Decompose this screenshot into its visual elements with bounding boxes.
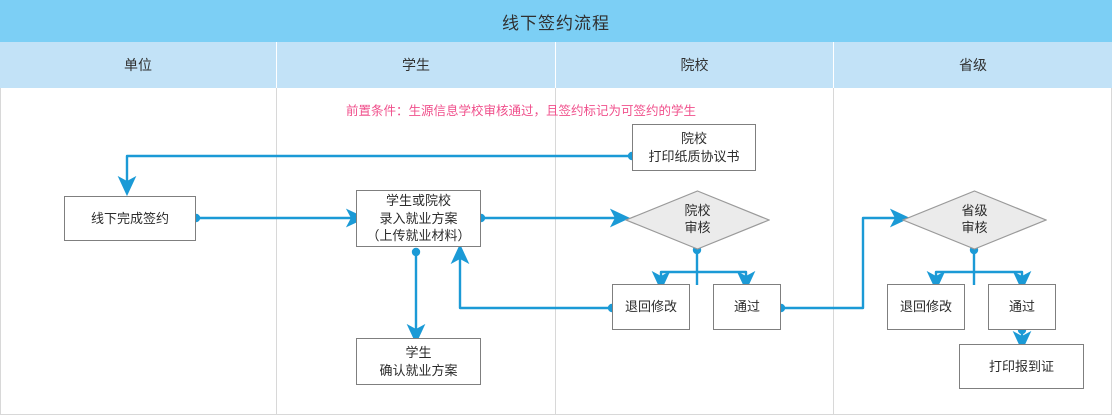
node-offline-sign-line1: 线下完成签约 [90,210,169,226]
node-province-pass-line1: 通过 [1008,299,1035,315]
lane-column-unit [0,88,277,414]
lane-header-student: 学生 [277,42,556,88]
node-print-report[interactable]: 打印报到证 [959,344,1084,389]
node-school-reject[interactable]: 退回修改 [612,284,690,330]
node-print-agreement-line1: 院校 [680,130,707,146]
lane-header-province: 省级 [959,57,987,73]
node-confirm-plan-line1: 学生 [405,344,432,360]
node-enter-plan-line3: （上传就业材料） [366,228,471,244]
node-province-reject-line1: 退回修改 [899,299,952,315]
node-province-review[interactable]: 省级 审核 [902,190,1047,250]
diagram-title-bar: 线下签约流程 [0,0,1112,42]
node-school-pass-line1: 通过 [733,299,760,315]
lane-header-school: 院校 [556,42,834,88]
node-school-review[interactable]: 院校 审核 [625,190,770,250]
node-print-agreement[interactable]: 院校 打印纸质协议书 [632,124,756,171]
diagram-title: 线下签约流程 [502,13,610,33]
lane-header-unit: 单位 [0,42,277,88]
node-province-reject[interactable]: 退回修改 [887,284,965,330]
lane-column-student [277,88,556,414]
node-confirm-plan-line2: 确认就业方案 [379,362,458,378]
node-enter-plan-line1: 学生或院校 [385,193,451,209]
node-school-pass[interactable]: 通过 [713,284,781,330]
node-province-pass[interactable]: 通过 [988,284,1056,330]
node-offline-sign[interactable]: 线下完成签约 [64,196,196,241]
node-confirm-plan[interactable]: 学生 确认就业方案 [356,338,481,385]
node-enter-plan-line2: 录入就业方案 [379,210,458,226]
lane-header-row: 单位 学生 院校 省级 [0,42,1112,88]
node-enter-plan[interactable]: 学生或院校 录入就业方案 （上传就业材料） [356,190,481,247]
precondition-note: 前置条件：生源信息学校审核通过，且签约标记为可签约的学生 [346,104,697,118]
lane-body [0,88,1112,415]
node-print-report-line1: 打印报到证 [988,358,1054,374]
node-print-agreement-line2: 打印纸质协议书 [648,148,740,164]
node-school-reject-line1: 退回修改 [624,299,677,315]
